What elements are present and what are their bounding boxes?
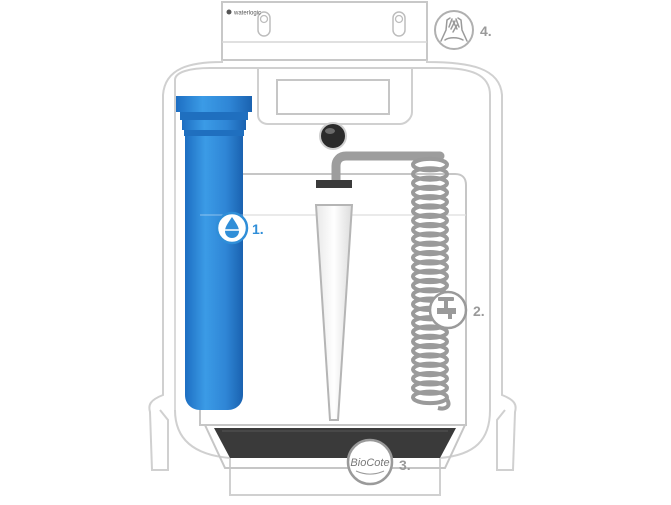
- biocote-text: BioCote: [350, 457, 389, 469]
- coil-loop: [411, 277, 449, 294]
- coil-loop: [411, 222, 449, 238]
- biocote-badge: BioCote: [350, 457, 390, 475]
- coil-loop: [411, 333, 449, 350]
- coil-loop: [411, 194, 449, 210]
- coil-loop: [411, 370, 449, 387]
- coil-loop: [411, 352, 449, 368]
- coil-loop: [411, 343, 449, 359]
- mount-slot-left: [257, 11, 271, 37]
- callout-2-number: 2.: [473, 303, 485, 319]
- callout-1: 1.: [215, 211, 264, 245]
- coil-end: [437, 396, 451, 411]
- brand-text: waterlogic: [233, 11, 261, 17]
- coil-loop: [411, 361, 449, 378]
- coil-loop: [411, 166, 449, 182]
- coil-loop: [411, 156, 449, 173]
- coil-loop: [411, 175, 449, 192]
- callout-4-number: 4.: [480, 23, 492, 39]
- coil-loop: [411, 259, 449, 275]
- brand-logo: waterlogic: [226, 9, 261, 17]
- mount-slot-right: [392, 11, 406, 37]
- coil-loop: [411, 212, 449, 229]
- hands-icon: [440, 17, 468, 42]
- coil-loop: [411, 324, 449, 340]
- dispense-button: [319, 122, 347, 150]
- callout-3: BioCote 3.: [346, 438, 411, 486]
- callout-3-number: 3.: [399, 457, 411, 473]
- coil-loop: [411, 203, 449, 219]
- mount-panel: waterlogic: [221, 1, 428, 61]
- coil-loop: [411, 389, 449, 406]
- coiled-hose: [411, 156, 451, 411]
- coil-loop: [411, 380, 449, 396]
- coil-loop: [411, 268, 449, 285]
- coil-loop: [411, 240, 449, 257]
- tap-icon: [437, 297, 456, 319]
- spout-pipe: [331, 151, 445, 187]
- coil-loop: [411, 249, 449, 266]
- callout-1-number: 1.: [252, 221, 264, 237]
- callout-4: 4.: [434, 10, 492, 50]
- callout-2: 2.: [428, 290, 485, 330]
- filter-cartridge: [174, 96, 252, 410]
- coil-loop: [411, 231, 449, 247]
- spout-head: [316, 180, 352, 188]
- drip-tray: [214, 428, 456, 458]
- coil-loop: [411, 184, 449, 201]
- dispense-nozzle: [314, 204, 354, 421]
